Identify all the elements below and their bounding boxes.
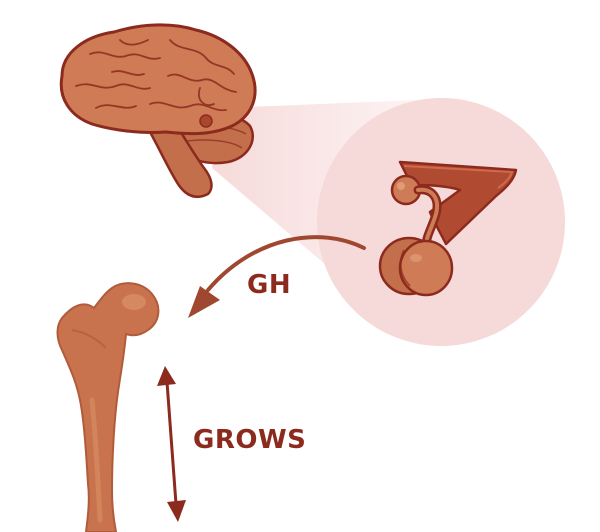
femur-bone-icon xyxy=(56,282,160,532)
gh-label: GH xyxy=(247,270,292,300)
brain-icon xyxy=(59,23,257,198)
gh-arrow xyxy=(188,235,366,318)
growth-double-arrow xyxy=(157,366,186,522)
grows-label: GROWS xyxy=(193,425,307,455)
pituitary-gland-icon xyxy=(378,160,518,297)
